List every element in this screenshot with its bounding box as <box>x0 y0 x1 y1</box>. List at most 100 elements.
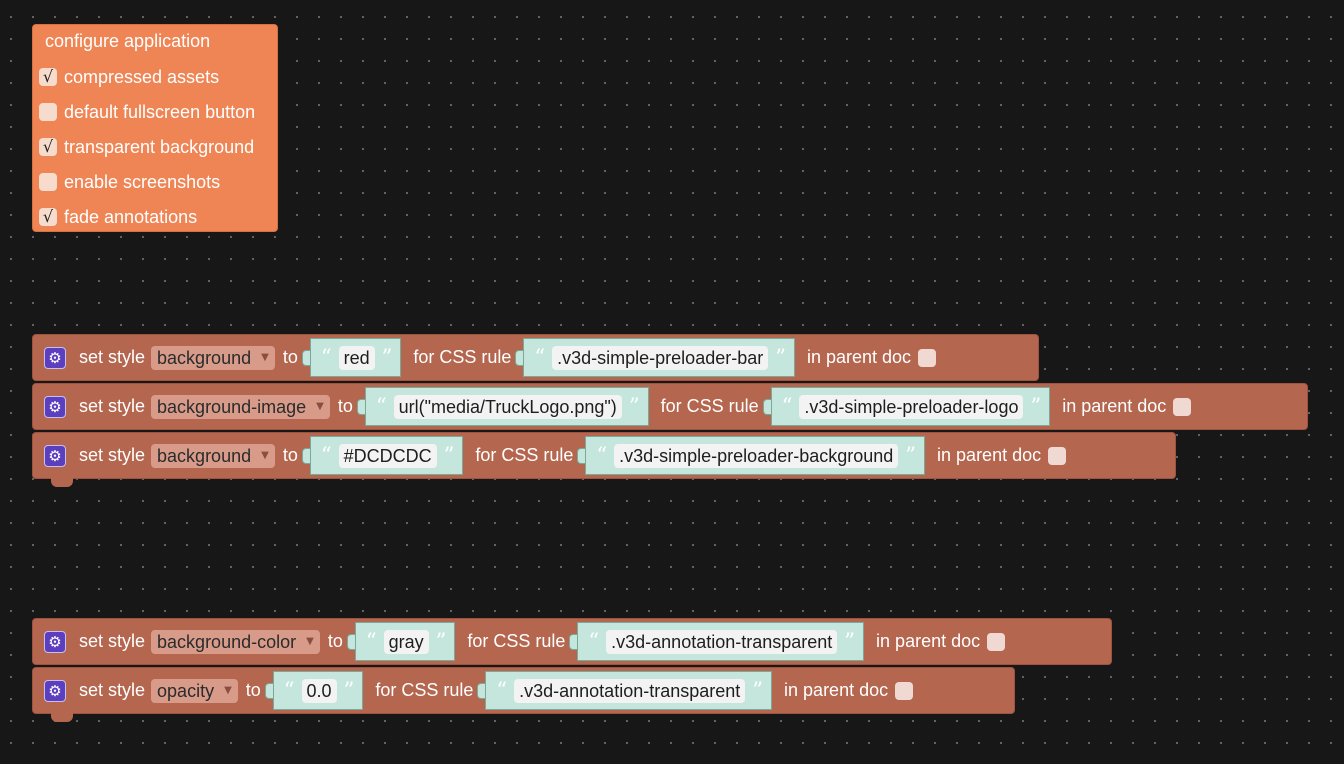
open-quote-icon: “ <box>365 629 377 653</box>
value-text-field[interactable]: red <box>338 345 375 370</box>
gear-icon[interactable]: ⚙ <box>44 630 66 653</box>
value-text-field[interactable]: #DCDCDC <box>338 443 437 468</box>
value-text-field[interactable]: 0.0 <box>301 678 337 703</box>
rule-text-field[interactable]: .v3d-annotation-transparent <box>514 678 746 703</box>
chevron-down-icon: ▼ <box>261 351 269 363</box>
in-parent-doc-checkbox[interactable] <box>895 681 914 700</box>
close-quote-icon: ” <box>1030 394 1042 418</box>
in-parent-doc-label: in parent doc <box>806 347 912 367</box>
input-connector <box>356 398 365 415</box>
in-parent-doc-label: in parent doc <box>1062 396 1167 416</box>
to-label: to <box>282 445 298 465</box>
option-compressed-assets: √ compressed assets <box>39 65 219 89</box>
in-parent-doc-checkbox[interactable] <box>1048 446 1067 465</box>
value-text-block[interactable]: “#DCDCDC” <box>309 436 464 475</box>
open-quote-icon: “ <box>596 443 608 467</box>
property-dropdown[interactable]: background-image▼ <box>151 394 330 419</box>
open-quote-icon: “ <box>534 345 546 369</box>
property-dropdown[interactable]: opacity ▼ <box>151 678 238 703</box>
gear-icon[interactable]: ⚙ <box>44 679 66 702</box>
set-style-label: set style <box>79 680 146 700</box>
property-dropdown[interactable]: background ▼ <box>151 345 275 370</box>
chevron-down-icon: ▼ <box>306 635 314 647</box>
input-connector <box>577 447 586 464</box>
value-text-block[interactable]: “0.0” <box>272 671 364 710</box>
input-connector <box>346 633 355 650</box>
block-bottom-connector <box>51 713 73 722</box>
input-connector <box>301 447 310 464</box>
for-css-rule-label: for CSS rule <box>375 680 474 700</box>
rule-text-field[interactable]: .v3d-simple-preloader-bar <box>552 345 769 370</box>
set-style-block[interactable]: ⚙ set style background-image▼ to “url("m… <box>32 383 1308 430</box>
option-transparent-background: √ transparent background <box>39 135 254 159</box>
gear-icon[interactable]: ⚙ <box>44 395 66 418</box>
option-fade-annotations: √ fade annotations <box>39 205 197 229</box>
value-text-block[interactable]: “gray” <box>354 622 456 661</box>
rule-text-block[interactable]: “.v3d-simple-preloader-background” <box>585 436 926 475</box>
checkbox-compressed-assets[interactable]: √ <box>39 68 57 86</box>
set-style-block[interactable]: ⚙ set style background▼ to “#DCDCDC” for… <box>32 432 1176 487</box>
option-label: transparent background <box>64 136 255 157</box>
close-quote-icon: ” <box>381 345 393 369</box>
rule-text-block[interactable]: “.v3d-simple-preloader-logo” <box>770 387 1051 426</box>
to-label: to <box>245 680 261 700</box>
set-style-label: set style <box>79 396 146 416</box>
input-connector <box>762 398 771 415</box>
to-label: to <box>327 631 343 651</box>
option-label: compressed assets <box>64 66 220 87</box>
checkbox-transparent-background[interactable]: √ <box>39 138 57 156</box>
value-text-block[interactable]: “url("media/TruckLogo.png")” <box>364 387 649 426</box>
rule-text-block[interactable]: “.v3d-simple-preloader-bar” <box>523 338 795 377</box>
for-css-rule-label: for CSS rule <box>413 347 512 367</box>
input-connector <box>264 682 273 699</box>
in-parent-doc-checkbox[interactable] <box>987 632 1006 651</box>
to-label: to <box>282 347 298 367</box>
property-dropdown[interactable]: background▼ <box>151 443 275 468</box>
value-text-field[interactable]: url("media/TruckLogo.png") <box>393 394 622 419</box>
checkbox-fade-annotations[interactable]: √ <box>39 208 57 226</box>
set-style-block[interactable]: ⚙ set style opacity ▼ to “0.0” for CSS ru… <box>32 667 1015 722</box>
checkbox-default-fullscreen-button[interactable] <box>39 103 57 121</box>
set-style-block[interactable]: ⚙ set style background-color▼ to “gray” … <box>32 618 1112 665</box>
gear-icon[interactable]: ⚙ <box>44 444 66 467</box>
input-connector <box>301 349 310 366</box>
rule-text-block[interactable]: “.v3d-annotation-transparent” <box>577 622 865 661</box>
option-label: default fullscreen button <box>64 101 256 122</box>
open-quote-icon: “ <box>496 678 508 702</box>
chevron-down-icon: ▼ <box>224 684 232 696</box>
in-parent-doc-checkbox[interactable] <box>1173 397 1192 416</box>
set-style-block[interactable]: ⚙ set style background▼ to “red” for CSS… <box>32 334 1039 381</box>
property-dropdown[interactable]: background-color ▼ <box>151 629 320 654</box>
rule-text-field[interactable]: .v3d-simple-preloader-logo <box>799 394 1024 419</box>
property-value: opacity <box>157 680 215 701</box>
input-connector <box>477 682 486 699</box>
value-text-block[interactable]: “red” <box>309 338 402 377</box>
in-parent-doc-label: in parent doc <box>784 680 889 700</box>
config-block-title: configure application <box>45 31 211 51</box>
set-style-label: set style <box>79 631 146 651</box>
rule-text-block[interactable]: “.v3d-annotation-transparent” <box>485 671 773 710</box>
open-quote-icon: “ <box>375 394 387 418</box>
checkbox-enable-screenshots[interactable] <box>39 173 57 191</box>
in-parent-doc-checkbox[interactable] <box>918 348 937 367</box>
open-quote-icon: “ <box>588 629 600 653</box>
close-quote-icon: ” <box>775 345 786 369</box>
open-quote-icon: “ <box>320 345 332 369</box>
gear-icon[interactable]: ⚙ <box>44 346 66 369</box>
property-value: background-color <box>157 631 297 652</box>
close-quote-icon: ” <box>443 443 455 467</box>
in-parent-doc-label: in parent doc <box>937 445 1042 465</box>
property-value: background <box>157 347 252 368</box>
input-connector <box>515 349 524 366</box>
rule-text-field[interactable]: .v3d-annotation-transparent <box>606 629 838 654</box>
chevron-down-icon: ▼ <box>261 449 269 461</box>
option-label: fade annotations <box>64 206 198 227</box>
set-style-label: set style <box>79 445 146 465</box>
option-default-fullscreen-button: default fullscreen button <box>39 100 255 124</box>
value-text-field[interactable]: gray <box>383 629 429 654</box>
rule-text-field[interactable]: .v3d-simple-preloader-background <box>614 443 899 468</box>
configure-application-block[interactable]: configure application √ compressed asset… <box>32 24 278 232</box>
option-enable-screenshots: enable screenshots <box>39 170 220 194</box>
open-quote-icon: “ <box>320 443 332 467</box>
